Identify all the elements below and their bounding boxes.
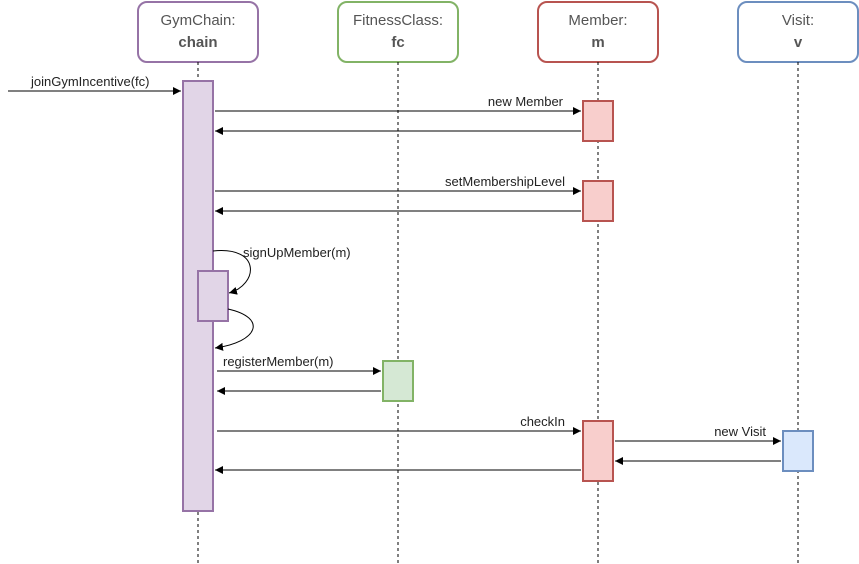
activation-fc <box>382 360 414 402</box>
message-new-member-label: new Member <box>488 94 564 109</box>
activation-chain-nested <box>197 270 229 322</box>
participant-chain-name: chain <box>178 34 217 51</box>
message-set-level-label: setMembershipLevel <box>445 174 565 189</box>
participant-m-type: Member: <box>568 12 627 29</box>
message-sign-up-arrow <box>212 250 251 295</box>
return-sign-up-arrow <box>214 308 254 351</box>
message-check-in-label: checkIn <box>520 414 565 429</box>
message-register-label: registerMember(m) <box>223 354 334 369</box>
activation-m-1 <box>582 100 614 142</box>
participant-m-name: m <box>591 34 604 51</box>
participant-v: Visit: v <box>737 1 859 63</box>
message-join-label: joinGymIncentive(fc) <box>30 74 149 89</box>
participant-v-type: Visit: <box>782 12 814 29</box>
message-sign-up-label: signUpMember(m) <box>243 245 351 260</box>
participant-chain-type: GymChain: <box>160 12 235 29</box>
participant-v-name: v <box>794 34 803 51</box>
message-new-visit-label: new Visit <box>714 424 766 439</box>
activation-m-3 <box>582 420 614 482</box>
activation-m-2 <box>582 180 614 222</box>
participant-fc-type: FitnessClass: <box>353 12 443 29</box>
activation-v <box>782 430 814 472</box>
participant-chain: GymChain: chain <box>137 1 259 63</box>
participant-m: Member: m <box>537 1 659 63</box>
participant-fc: FitnessClass: fc <box>337 1 459 63</box>
participant-fc-name: fc <box>391 34 404 51</box>
